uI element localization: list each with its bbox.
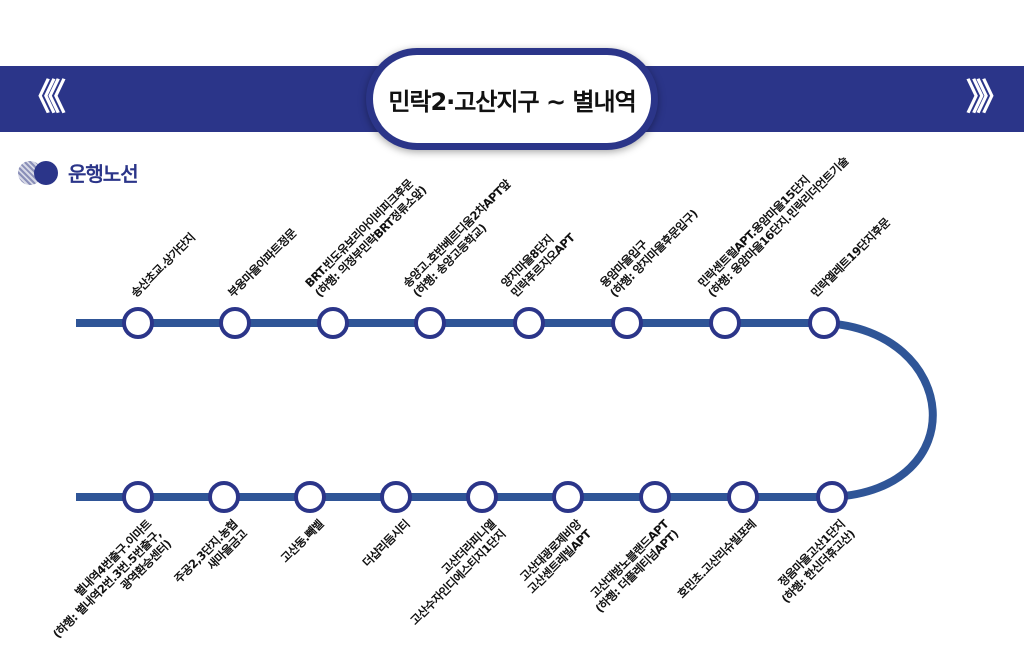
lower-station-markers bbox=[122, 481, 848, 513]
station-marker[interactable] bbox=[611, 307, 643, 339]
upper-station-markers bbox=[122, 307, 840, 339]
solid-circle-icon bbox=[34, 160, 58, 185]
route-title-pill: 민락2·고산지구 ~ 별내역 bbox=[366, 48, 658, 150]
station-marker[interactable] bbox=[727, 481, 759, 513]
station-marker[interactable] bbox=[513, 307, 545, 339]
station-marker[interactable] bbox=[808, 307, 840, 339]
station-marker[interactable] bbox=[414, 307, 446, 339]
station-marker[interactable] bbox=[552, 481, 584, 513]
station-marker[interactable] bbox=[208, 481, 240, 513]
station-marker[interactable] bbox=[219, 307, 251, 339]
station-marker[interactable] bbox=[317, 307, 349, 339]
station-marker[interactable] bbox=[122, 307, 154, 339]
station-marker[interactable] bbox=[639, 481, 671, 513]
section-title: 운행노선 bbox=[68, 162, 139, 186]
station-marker[interactable] bbox=[294, 481, 326, 513]
page-title: 민락2·고산지구 ~ 별내역 bbox=[388, 87, 636, 116]
section-header: 운행노선 bbox=[18, 158, 139, 187]
station-marker[interactable] bbox=[122, 481, 154, 513]
station-marker[interactable] bbox=[466, 481, 498, 513]
station-marker[interactable] bbox=[709, 307, 741, 339]
route-line-turn bbox=[823, 319, 937, 501]
station-marker[interactable] bbox=[816, 481, 848, 513]
station-marker[interactable] bbox=[380, 481, 412, 513]
